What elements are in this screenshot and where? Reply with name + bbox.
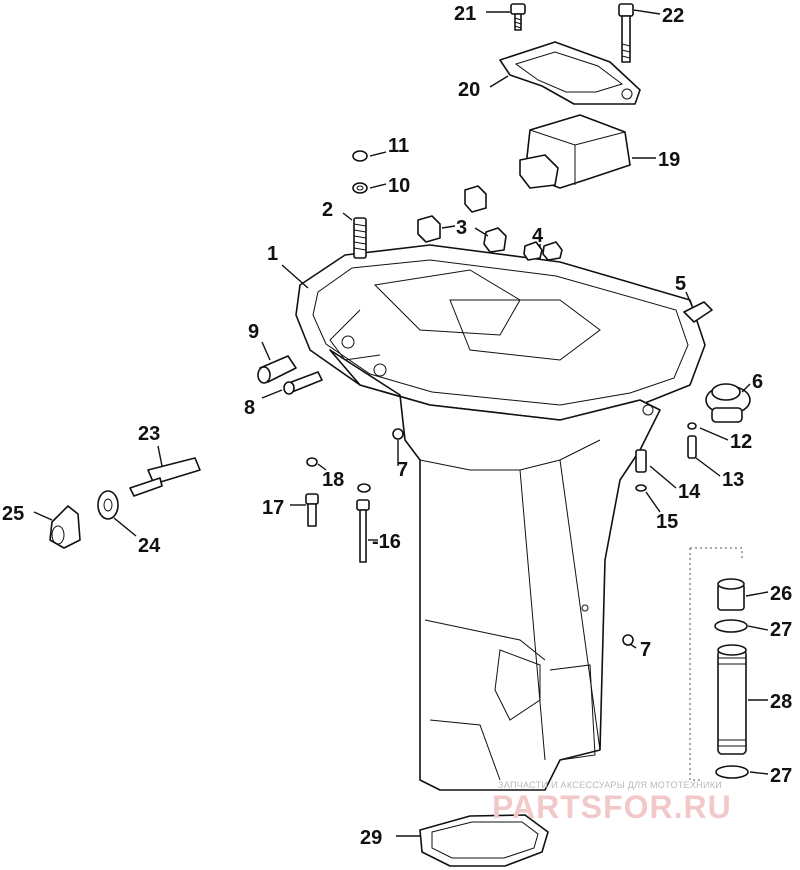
callout-labels: 1 2 3 4 5 6 7 7 8 9 10 11 12 13 14 15 -1… — [2, 3, 792, 849]
callout-1: 1 — [267, 243, 278, 265]
callout-4: 4 — [532, 225, 544, 247]
callout-27-lower: 27 — [770, 765, 792, 787]
fittings-lower-left — [49, 457, 371, 563]
callout-14: 14 — [678, 481, 701, 503]
callout-8: 8 — [244, 397, 255, 419]
callout-21: 21 — [454, 3, 476, 25]
callout-7-upper: 7 — [397, 459, 408, 481]
callout-19: 19 — [658, 149, 680, 171]
gasket-plate — [499, 41, 641, 105]
callout-5: 5 — [675, 273, 686, 295]
callout-9: 9 — [248, 321, 259, 343]
callout-18: 18 — [322, 469, 344, 491]
fittings-right — [392, 383, 751, 646]
callout-24: 24 — [138, 535, 161, 557]
callout-16: -16 — [372, 531, 401, 553]
watermark: ЗАПЧАСТИ И АКСЕССУАРЫ ДЛЯ МОТОТЕХНИКИ PA… — [492, 780, 732, 825]
callout-25: 25 — [2, 503, 24, 525]
callout-3: 3 — [456, 217, 467, 239]
callout-22: 22 — [662, 5, 684, 27]
small-fasteners-upper — [352, 150, 713, 323]
callout-10: 10 — [388, 175, 410, 197]
bottom-gasket — [419, 814, 549, 867]
exhaust-tube-assembly — [689, 547, 749, 781]
callout-17: 17 — [262, 497, 284, 519]
callout-6: 6 — [752, 371, 763, 393]
callout-13: 13 — [722, 469, 744, 491]
callout-27-upper: 27 — [770, 619, 792, 641]
main-housing — [295, 244, 706, 791]
callout-2: 2 — [322, 199, 333, 221]
callout-12: 12 — [730, 431, 752, 453]
callout-26: 26 — [770, 583, 792, 605]
control-module — [519, 114, 631, 189]
screw-22 — [618, 3, 634, 63]
callout-29: 29 — [360, 827, 382, 849]
callout-28: 28 — [770, 691, 792, 713]
fittings-left — [257, 355, 323, 395]
watermark-brand: PARTSFOR.RU — [492, 789, 732, 825]
callout-7-lower: 7 — [640, 639, 651, 661]
callout-15: 15 — [656, 511, 678, 533]
watermark-caption: ЗАПЧАСТИ И АКСЕССУАРЫ ДЛЯ МОТОТЕХНИКИ — [498, 780, 722, 790]
leader-lines — [33, 9, 769, 837]
callout-23: 23 — [138, 423, 160, 445]
screw-21 — [510, 3, 526, 31]
callout-20: 20 — [458, 79, 480, 101]
callout-11: 11 — [388, 135, 409, 157]
